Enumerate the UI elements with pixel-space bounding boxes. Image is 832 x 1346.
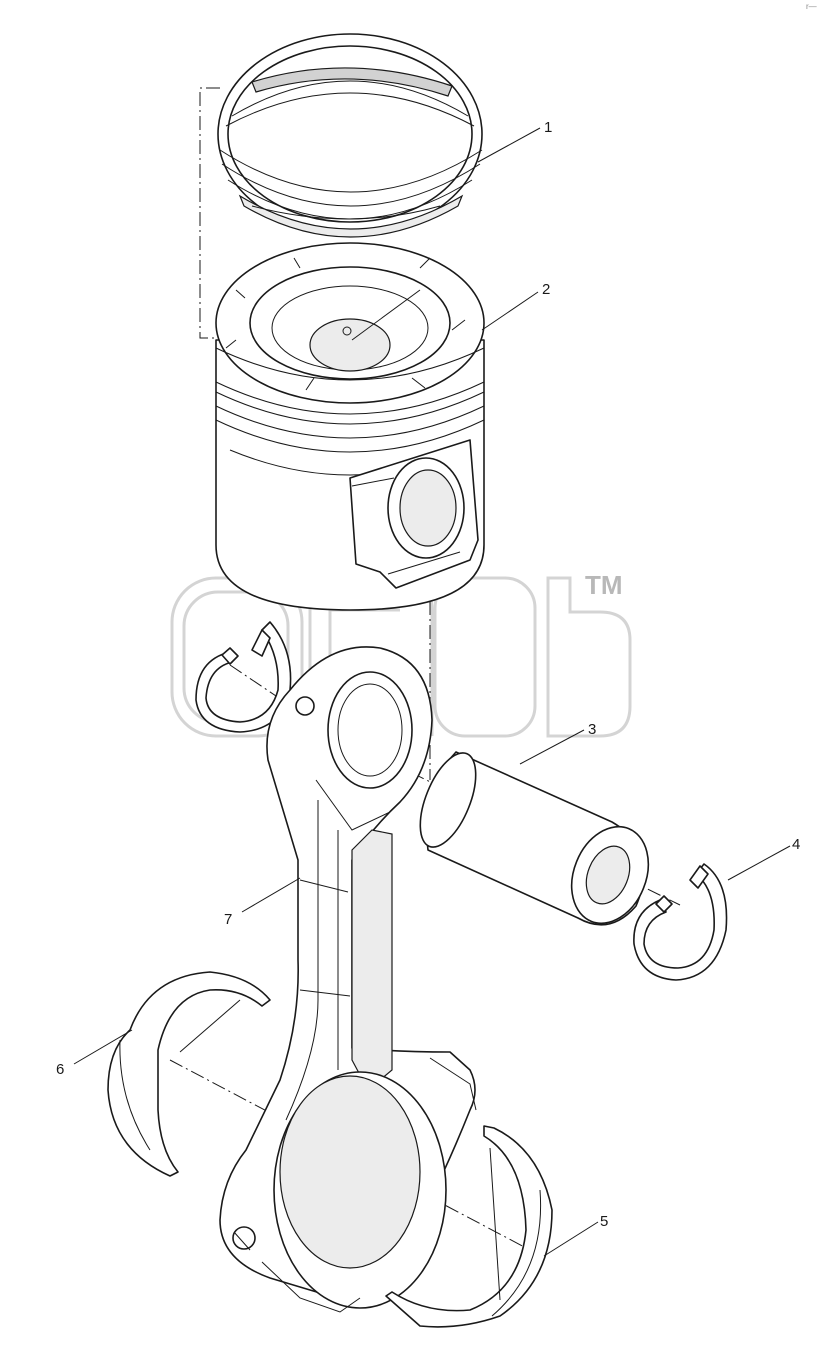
lower-bearing-shell <box>385 1125 553 1328</box>
callout-6: 6 <box>56 1029 133 1078</box>
svg-text:4: 4 <box>792 836 800 853</box>
callout-1: 1 <box>477 119 552 163</box>
connecting-rod <box>219 646 477 1313</box>
svg-text:3: 3 <box>588 721 596 738</box>
callout-7: 7 <box>224 877 301 928</box>
svg-text:2: 2 <box>542 281 550 298</box>
circlip-left <box>195 621 292 733</box>
callout-3: 3 <box>519 721 596 765</box>
svg-text:7: 7 <box>224 911 232 928</box>
piston-ring-set <box>217 33 483 238</box>
svg-text:6: 6 <box>56 1061 64 1078</box>
piston <box>215 242 485 611</box>
piston-pin <box>419 751 650 926</box>
svg-text:5: 5 <box>600 1213 608 1230</box>
trademark-symbol: TM <box>585 570 623 600</box>
callout-5: 5 <box>543 1213 608 1257</box>
upper-bearing-shell <box>107 971 271 1177</box>
callout-4: 4 <box>727 836 800 881</box>
corner-mark: r— <box>806 2 817 11</box>
circlip-right <box>633 863 728 981</box>
svg-text:1: 1 <box>544 119 552 136</box>
callout-2: 2 <box>481 281 550 331</box>
